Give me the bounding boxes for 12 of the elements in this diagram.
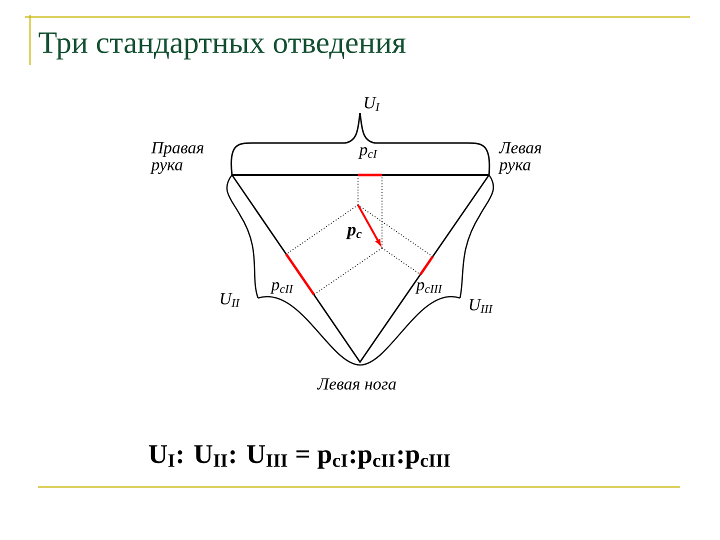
formula: U$_{I}$: U$_{II}$: U$_{III}$ = p$_{cI}$:p$_{cII}$:p$_{cIII}$ <box>148 445 450 469</box>
title: Три стандартных отведения <box>38 32 406 60</box>
lead-label: U$_{III}$ <box>470 299 493 313</box>
lead-label: U$_{I}$ <box>364 97 380 111</box>
lead-label: U$_{II}$ <box>220 293 240 307</box>
projection-label: p$_{cI}$ <box>358 147 378 159</box>
projection-label: p$_{cIII}$ <box>415 282 442 294</box>
projection-label: p$_{cII}$ <box>270 282 294 294</box>
vector-label: p$_{c}$ <box>346 226 362 240</box>
limb-label: Левая рука <box>498 142 542 174</box>
limb-label: Правая рука <box>150 142 204 174</box>
limb-label: Левая нога <box>317 378 396 390</box>
